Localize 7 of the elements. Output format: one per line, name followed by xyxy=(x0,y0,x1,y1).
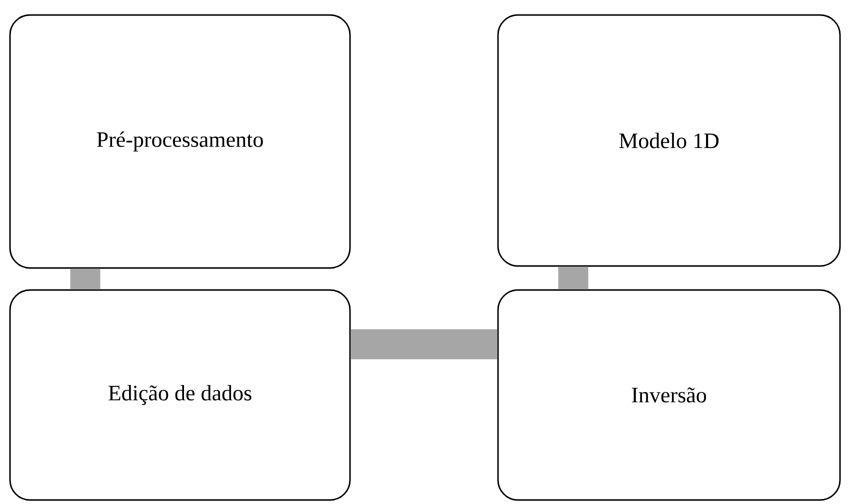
connector-bar xyxy=(70,268,100,290)
process-box: Inversão xyxy=(497,289,841,501)
connector-bar xyxy=(350,329,498,360)
process-box: Edição de dados xyxy=(9,289,351,501)
process-box: Pré-processamento xyxy=(9,14,351,269)
process-box: Modelo 1D xyxy=(497,14,841,267)
connector-bar xyxy=(558,266,588,290)
